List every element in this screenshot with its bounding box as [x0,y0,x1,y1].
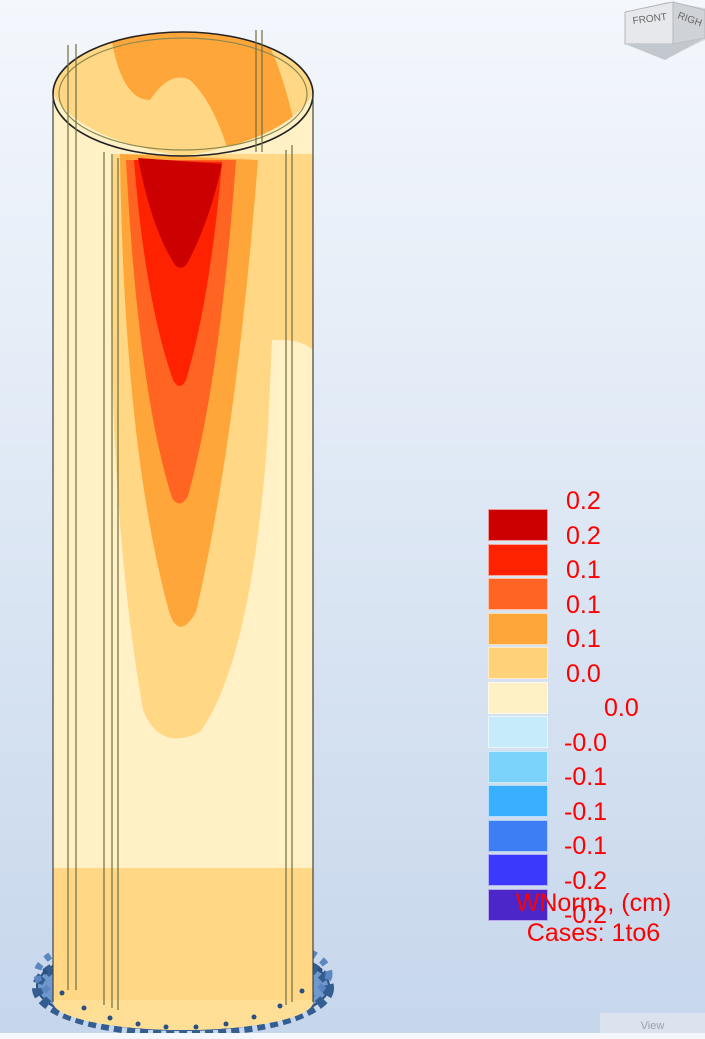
legend-swatch [488,681,548,714]
legend-swatch [488,578,548,610]
legend-swatch [488,543,548,576]
legend-value: 0.1 [566,556,601,584]
legend-swatch [488,750,548,783]
legend-value: 0.0 [566,659,601,688]
legend-value: -0.1 [564,763,608,791]
tank-shell [53,32,313,1030]
legend-swatch [488,509,548,541]
legend-value: 0.1 [566,625,601,653]
tank-outline [52,30,314,1010]
legend-value: 0.2 [566,487,601,515]
base-nodes [42,967,323,1030]
legend-value: -0.2 [564,866,608,895]
legend-swatch [488,819,548,852]
legend-value: -0.2 [564,901,608,929]
legend-swatch [488,612,548,645]
legend-swatch [488,716,548,748]
legend-quantity-label: WNorm., (cm) [515,889,672,917]
legend-value: -0.1 [564,797,608,826]
legend-value: -0.0 [564,728,608,757]
legend-value: -0.1 [564,832,608,860]
legend-cases-label: Cases: 1to6 [526,919,661,947]
legend-swatch [488,785,548,817]
legend-swatch [488,854,548,886]
tank-interior [53,32,313,156]
legend-value: 0.0 [604,694,639,722]
legend-swatch [488,888,548,921]
view-tab[interactable]: View [600,1013,705,1033]
legend-value: 0.2 [566,521,601,550]
view-cube[interactable]: FRONT RIGH [615,0,705,62]
legend-value: 0.1 [566,590,601,619]
view-cube-front-label: FRONT [632,12,668,27]
legend-swatch [488,647,548,679]
